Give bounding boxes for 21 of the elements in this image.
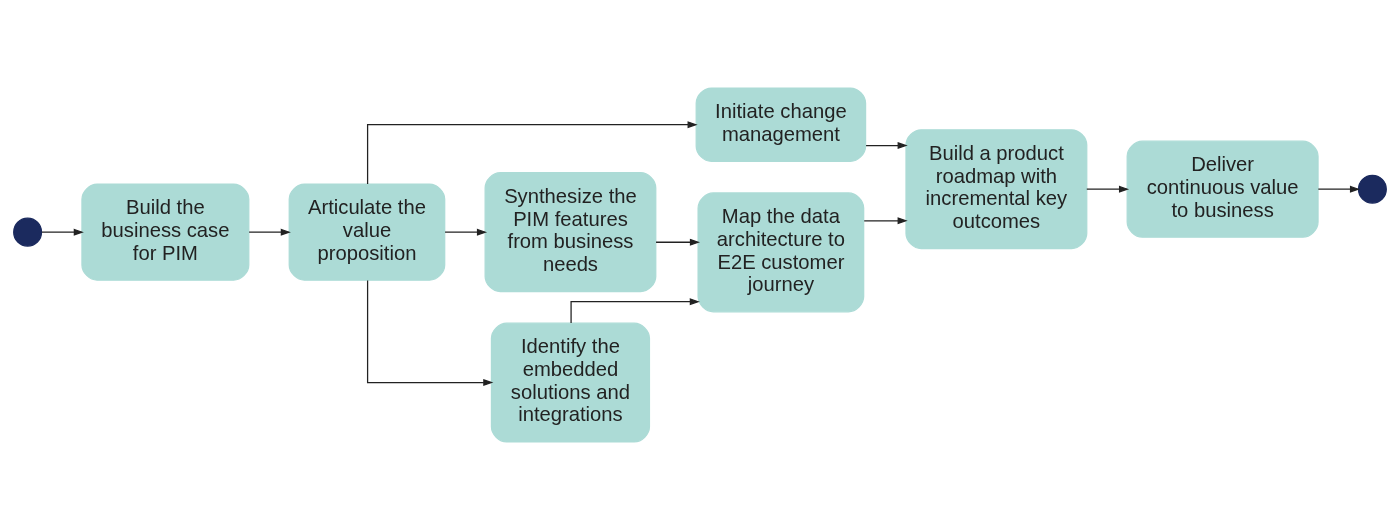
node-box: Identify the embedded solutions and integrations bbox=[490, 322, 651, 443]
node-box: Articulate the value proposition bbox=[288, 183, 446, 281]
arrow bbox=[444, 228, 488, 236]
node-circle bbox=[13, 217, 43, 247]
arrow bbox=[248, 228, 291, 236]
arrow bbox=[1086, 185, 1130, 193]
arrow bbox=[863, 217, 908, 225]
arrow bbox=[1317, 185, 1361, 193]
node-box: Synthesize the PIM features from business needs bbox=[484, 172, 657, 293]
node-circle bbox=[1357, 174, 1387, 204]
arrow bbox=[366, 279, 494, 387]
node-box: Deliver continuous value to business bbox=[1126, 140, 1319, 238]
arrow bbox=[41, 228, 84, 236]
arrow bbox=[366, 121, 698, 185]
arrow bbox=[865, 142, 908, 150]
node-box: Initiate change management bbox=[695, 87, 867, 162]
node-box: Build a product roadmap with incremental key outcomes bbox=[905, 129, 1088, 250]
node-box: Map the data architecture to E2E customer journey bbox=[697, 192, 865, 313]
arrow bbox=[570, 298, 700, 324]
node-box: Build the business case for PIM bbox=[81, 183, 250, 281]
arrow bbox=[655, 238, 700, 246]
